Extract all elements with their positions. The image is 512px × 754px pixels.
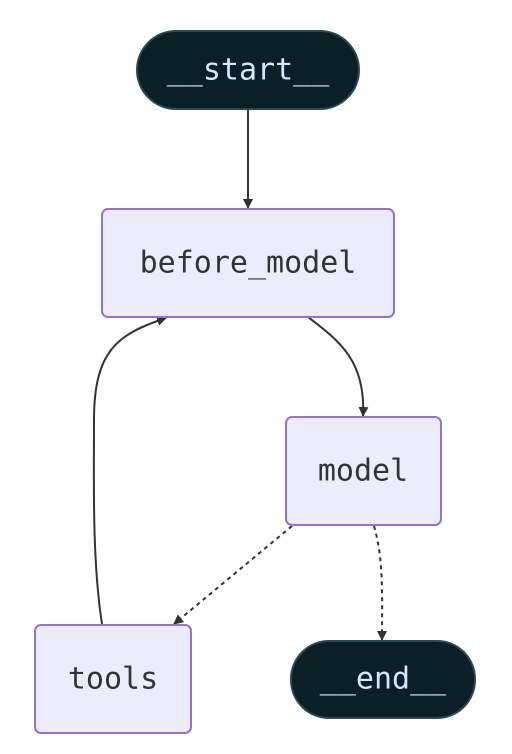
node-before-model-label: before_model — [140, 246, 357, 281]
edge-tools-to-before-model — [92, 316, 167, 625]
node-model-shape — [285, 416, 442, 526]
edge-before-model-to-model — [307, 316, 369, 417]
node-model-label: model — [318, 454, 408, 489]
node-tools-label: tools — [68, 662, 158, 697]
node-start[interactable]: __start__ — [136, 30, 360, 110]
edge-model-to-end — [373, 525, 388, 641]
node-tools[interactable]: tools — [34, 624, 192, 734]
node-before-model-shape — [101, 208, 395, 318]
node-before-model[interactable]: before_model — [101, 208, 395, 318]
edge-model-to-tools — [173, 525, 293, 625]
node-end-shape — [290, 640, 476, 719]
node-model[interactable]: model — [285, 416, 442, 526]
node-end-label: __end__ — [320, 662, 447, 697]
node-tools-shape — [34, 624, 192, 734]
node-start-label: __start__ — [167, 53, 330, 88]
node-end[interactable]: __end__ — [290, 640, 476, 719]
node-start-shape — [136, 30, 360, 110]
